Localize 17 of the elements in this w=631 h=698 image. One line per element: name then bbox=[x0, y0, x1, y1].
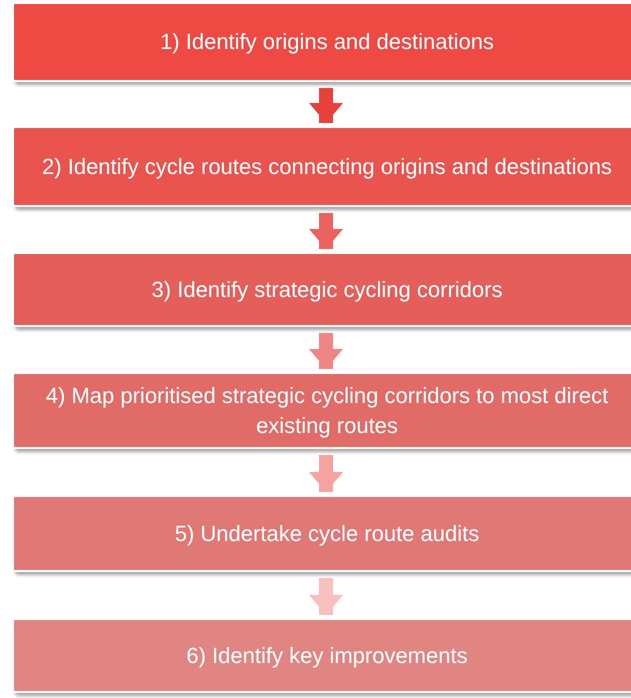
process-box bbox=[12, 495, 631, 572]
process-box bbox=[12, 126, 631, 207]
step-text: 4) Map prioritised strategic cycling corridors to most direct existing routes bbox=[44, 382, 610, 440]
arrow bbox=[309, 333, 343, 369]
step-text: 3) Identify strategic cycling corridors bbox=[152, 276, 502, 304]
step-text: 2) Identify cycle routes connecting origins and destinations bbox=[42, 152, 612, 181]
step-text: 1) Identify origins and destinations bbox=[160, 28, 494, 56]
process-box bbox=[12, 372, 631, 449]
arrow bbox=[309, 455, 343, 492]
process-box bbox=[12, 252, 631, 327]
step-text: 6) Identify key improvements bbox=[186, 642, 468, 670]
process-box bbox=[12, 618, 631, 693]
arrow bbox=[309, 213, 343, 249]
step-text: 5) Undertake cycle route audits bbox=[174, 520, 480, 548]
arrow bbox=[309, 578, 343, 615]
process-box bbox=[12, 2, 631, 82]
arrow bbox=[309, 88, 343, 123]
